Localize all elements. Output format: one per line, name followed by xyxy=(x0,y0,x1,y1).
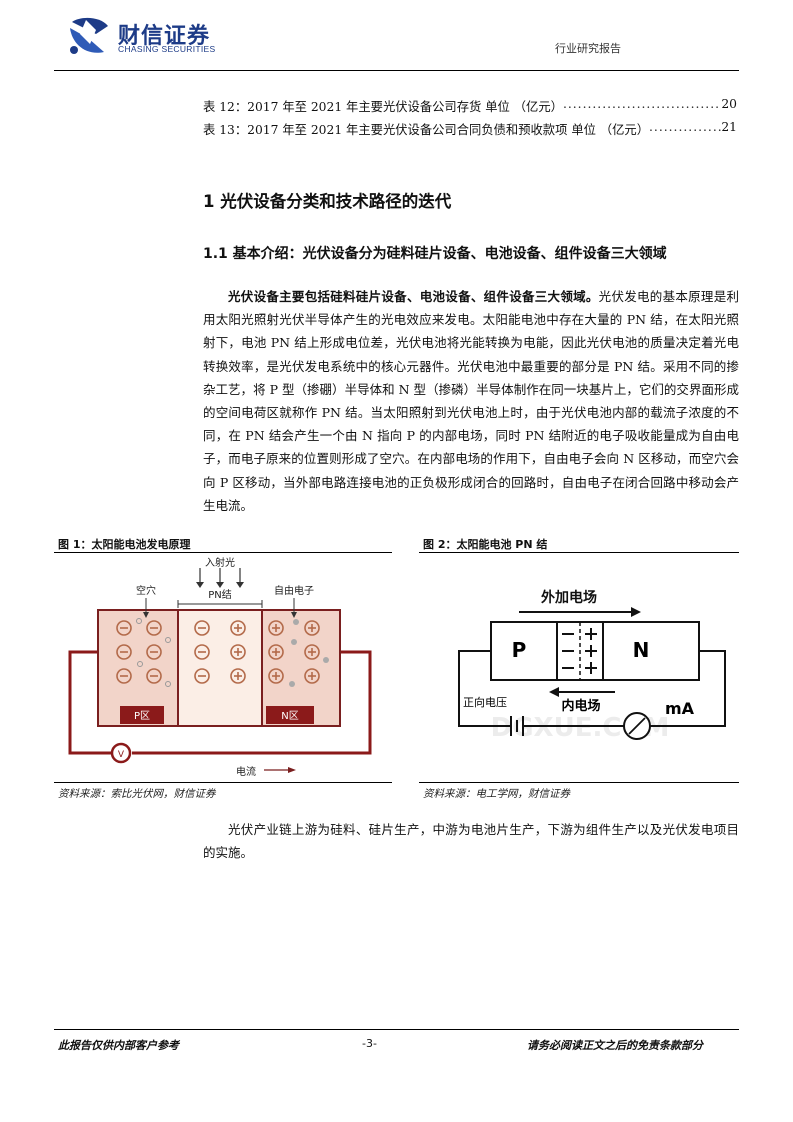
footer-disclaimer-left: 此报告仅供内部客户参考 xyxy=(58,1039,179,1052)
paragraph-text: 光伏发电的基本原理是利用太阳光照射光伏半导体产生的光电效应来发电。太阳能电池中存… xyxy=(203,289,739,513)
toc-leader: ........................................… xyxy=(649,120,721,134)
page-number: -3- xyxy=(362,1037,377,1050)
logo-mark-icon xyxy=(66,14,112,58)
hole-dots xyxy=(136,618,171,687)
n-region-charges xyxy=(268,620,320,684)
toc-entry[interactable]: 表 12：2017 年至 2021 年主要光伏设备公司存货 单位 （亿元） ..… xyxy=(203,97,737,115)
section-heading: 1 光伏设备分类和技术路径的迭代 xyxy=(203,192,452,211)
junction-charges xyxy=(194,620,246,684)
internal-field-label: 内电场 xyxy=(561,698,600,714)
subsection-heading: 1.1 基本介绍：光伏设备分为硅料硅片设备、电池设备、组件设备三大领域 xyxy=(203,246,667,262)
pn-junction-label: PN结 xyxy=(208,588,232,601)
footer-disclaimer-right: 请务必阅读正文之后的免责条款部分 xyxy=(527,1039,703,1052)
toc-entry-page: 21 xyxy=(721,120,737,134)
p-label: P xyxy=(512,638,527,662)
paragraph-lead: 光伏设备主要包括硅料硅片设备、电池设备、组件设备三大领域。 xyxy=(228,289,599,304)
current-label: 电流 xyxy=(236,765,256,778)
figure-1-source: 资料来源：索比光伏网，财信证券 xyxy=(58,788,216,800)
p-region-label: P区 xyxy=(134,710,150,722)
toc-entry-page: 20 xyxy=(721,97,737,111)
figure-2-diagram: DGXUE.COM 外加电场 P N 内电场 正向电压 mA xyxy=(419,556,739,782)
figure-2-bottom-rule xyxy=(419,782,739,783)
incident-light-arrows xyxy=(199,568,241,584)
brand-name-en: CHASING SECURITIES xyxy=(118,44,216,54)
report-type: 行业研究报告 xyxy=(555,42,621,55)
forward-voltage-label: 正向电压 xyxy=(463,695,507,709)
figure-1-title: 图 1：太阳能电池发电原理 xyxy=(58,538,191,551)
figure-2-rule xyxy=(419,552,739,553)
figure-1-diagram: V P区 N区 xyxy=(54,556,392,782)
toc-entry[interactable]: 表 13：2017 年至 2021 年主要光伏设备公司合同负债和预收款项 单位 … xyxy=(203,120,737,138)
header-divider xyxy=(54,70,739,71)
brand-name: 财信证券 xyxy=(118,24,211,49)
p-region-charges xyxy=(116,620,162,684)
hole-label: 空穴 xyxy=(136,584,156,597)
ammeter-label: mA xyxy=(665,699,695,718)
incident-light-label: 入射光 xyxy=(205,556,235,569)
voltmeter-label: V xyxy=(118,750,125,760)
figure-1-rule xyxy=(54,552,392,553)
body-paragraph: 光伏设备主要包括硅料硅片设备、电池设备、组件设备三大领域。光伏发电的基本原理是利… xyxy=(203,285,739,517)
figure-1-bottom-rule xyxy=(54,782,392,783)
battery-icon xyxy=(510,716,524,736)
body-paragraph-2: 光伏产业链上游为硅料、硅片生产，中游为电池片生产，下游为组件生产以及光伏发电项目… xyxy=(203,822,739,861)
toc-entry-title: 表 12：2017 年至 2021 年主要光伏设备公司存货 单位 （亿元） xyxy=(203,100,563,114)
toc-entry-title: 表 13：2017 年至 2021 年主要光伏设备公司合同负债和预收款项 单位 … xyxy=(203,123,650,137)
toc-leader: ........................................… xyxy=(562,97,721,111)
figure-2-source: 资料来源：电工学网，财信证券 xyxy=(423,788,570,800)
n-region-label: N区 xyxy=(281,710,298,722)
space-charges xyxy=(562,628,597,674)
figure-2-title: 图 2：太阳能电池 PN 结 xyxy=(423,538,548,551)
footer-divider xyxy=(54,1029,739,1030)
external-field-label: 外加电场 xyxy=(541,589,597,606)
n-label: N xyxy=(633,638,650,662)
free-electron-label: 自由电子 xyxy=(274,584,314,597)
electron-dots xyxy=(289,619,329,687)
